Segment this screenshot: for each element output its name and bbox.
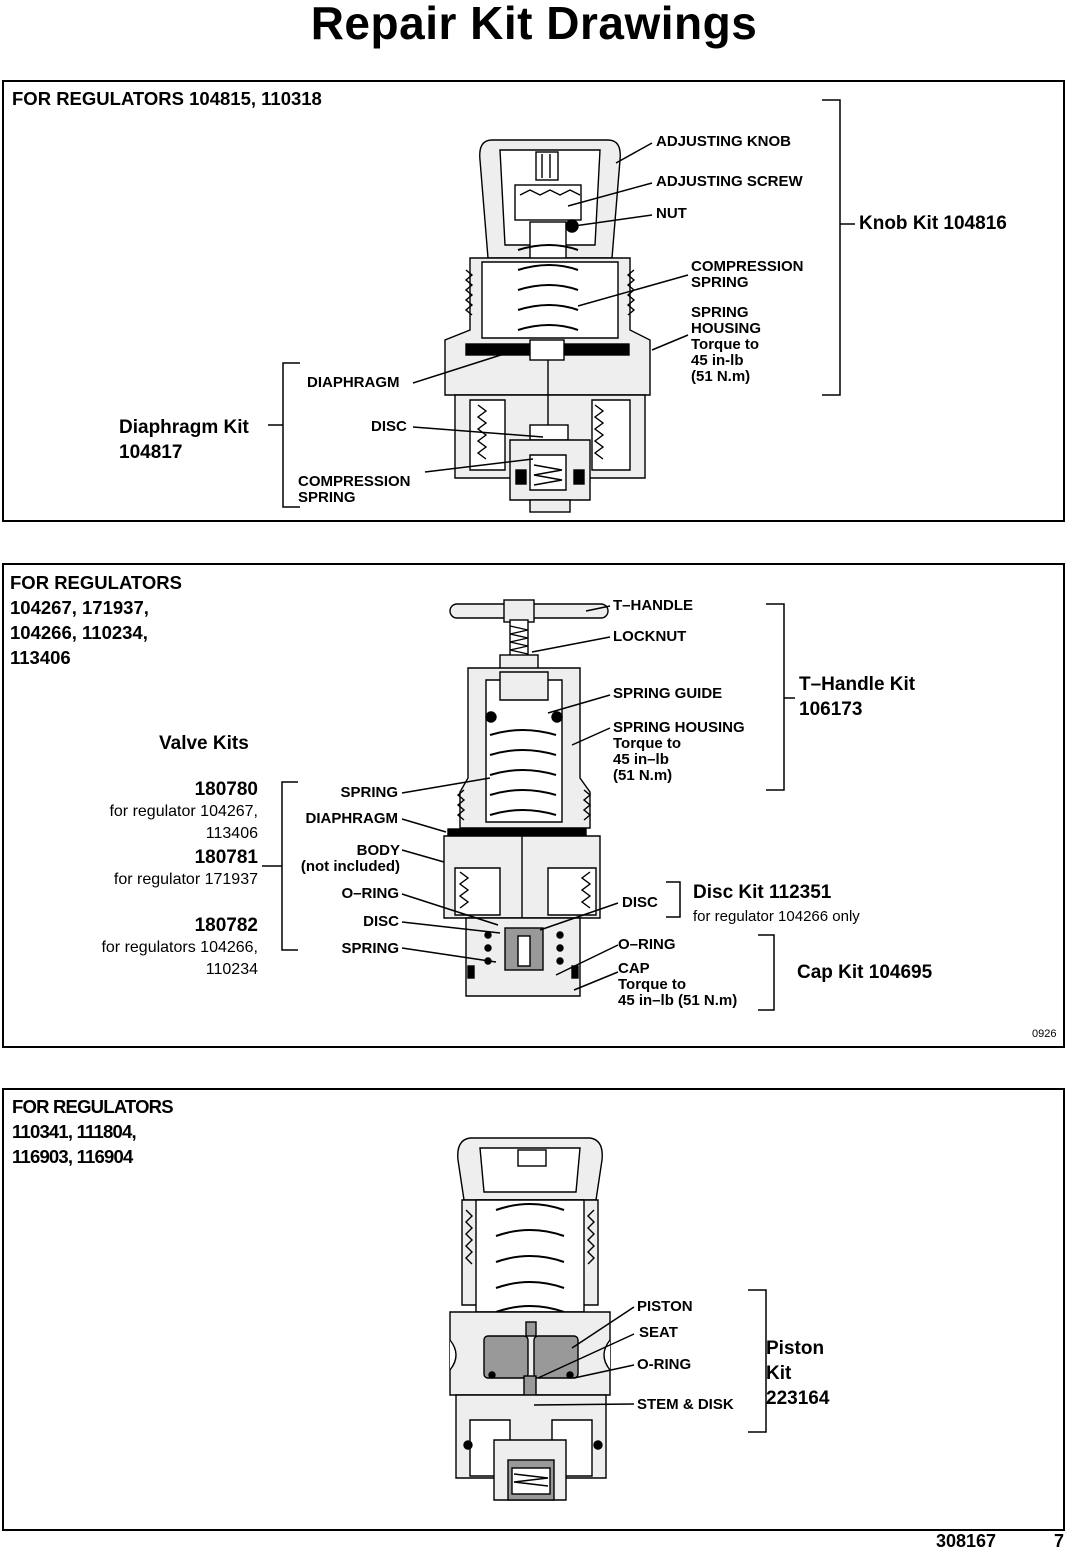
panel2-leader-lines — [262, 603, 795, 1011]
label-diaphragm: DIAPHRAGM — [307, 374, 400, 391]
label-spring-housing: SPRING HOUSING Torque to 45 in-lb (51 N.… — [691, 304, 762, 385]
label-spring-housing-torque: Torque to 45 in–lb (51 N.m) — [613, 735, 682, 784]
label-adjusting-knob: ADJUSTING KNOB — [656, 133, 792, 150]
panel-piston-regulators — [2, 1088, 1065, 1531]
knob-kit-label: Knob Kit 104816 — [859, 213, 1007, 234]
label-disc-right: DISC — [622, 894, 658, 911]
piston-kit-label: Piston Kit 223164 — [766, 1338, 830, 1409]
label-seat: SEAT — [639, 1324, 678, 1341]
label-body: BODY (not included) — [300, 842, 400, 875]
disc-kit-label: Disc Kit 112351 — [693, 882, 832, 903]
panel3-leader-lines — [533, 1289, 767, 1433]
regulator-drawing-1 — [444, 139, 651, 513]
label-compression-spring-bottom: COMPRESSION SPRING — [298, 473, 411, 506]
panel-t-handle-regulators — [2, 563, 1065, 1048]
page-title: Repair Kit Drawings — [310, 0, 758, 49]
valve-kit-number: 180782 — [194, 915, 258, 936]
regulator-drawing-2 — [443, 599, 609, 997]
label-stem-disk: STEM & DISK — [637, 1396, 734, 1413]
label-piston: PISTON — [637, 1298, 693, 1315]
panel1-heading: FOR REGULATORS 104815, 110318 — [12, 88, 322, 109]
regulator-drawing-3 — [449, 1137, 611, 1501]
label-spring: SPRING — [340, 784, 398, 801]
page-number: 7 — [1054, 1531, 1065, 1551]
label-t-handle: T–HANDLE — [613, 597, 694, 614]
panel-knob-diaphragm-regulators — [2, 80, 1065, 522]
label-o-ring: O–RING — [341, 885, 399, 902]
valve-kit-desc: for regulator 171937 — [113, 871, 258, 888]
label-locknut: LOCKNUT — [613, 628, 687, 645]
label-cap: CAP Torque to 45 in–lb (51 N.m) — [618, 960, 738, 1009]
diaphragm-kit-label: Diaphragm Kit 104817 — [119, 417, 249, 463]
panel1-leader-lines — [268, 99, 855, 508]
disc-kit-note: for regulator 104266 only — [693, 908, 860, 925]
doc-number: 308167 — [936, 1531, 997, 1551]
label-disc: DISC — [363, 913, 399, 930]
t-handle-kit-label: T–Handle Kit 106173 — [799, 674, 916, 720]
valve-kit-number: 180781 — [194, 847, 258, 868]
label-spring-bottom: SPRING — [341, 940, 399, 957]
label-spring-housing: SPRING HOUSING — [613, 719, 745, 736]
panel2-heading: FOR REGULATORS 104267, 171937, 104266, 1… — [10, 572, 182, 668]
panel3-heading: FOR REGULATORS 110341, 111804, 116903, 1… — [12, 1096, 174, 1167]
label-nut: NUT — [656, 205, 687, 222]
label-o-ring: O-RING — [637, 1356, 692, 1373]
valve-kit-number: 180780 — [194, 779, 258, 800]
figure-code: 0926 — [1032, 1028, 1057, 1040]
label-adjusting-screw: ADJUSTING SCREW — [656, 173, 803, 190]
valve-kit-desc: for regulator 104267, 113406 — [109, 803, 258, 842]
label-compression-spring-top: COMPRESSION SPRING — [691, 258, 804, 291]
label-disc: DISC — [371, 418, 407, 435]
valve-kit-desc: for regulators 104266, 110234 — [101, 939, 258, 978]
label-spring-guide: SPRING GUIDE — [613, 685, 723, 702]
label-diaphragm: DIAPHRAGM — [305, 810, 399, 827]
valve-kits-title: Valve Kits — [159, 733, 249, 754]
label-o-ring-right: O–RING — [618, 936, 676, 953]
cap-kit-label: Cap Kit 104695 — [797, 962, 933, 983]
